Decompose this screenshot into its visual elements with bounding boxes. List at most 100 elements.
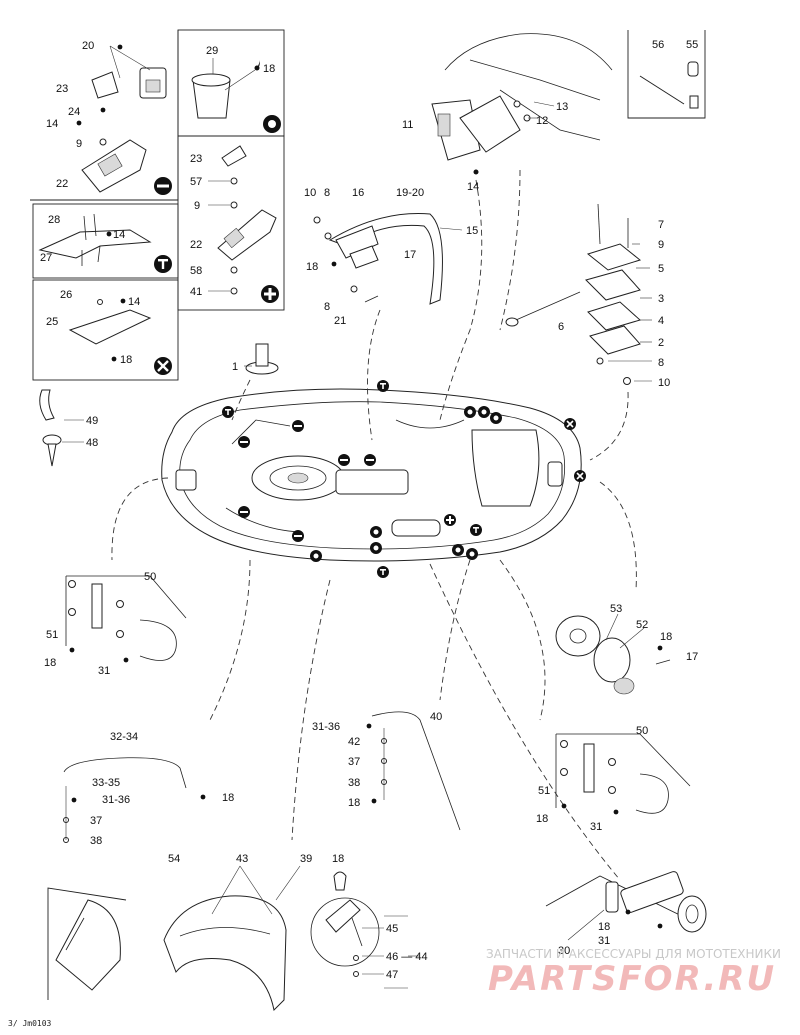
callout-8: 8 <box>324 187 330 199</box>
detail-box-cleats <box>30 30 179 201</box>
grab-rail-left <box>63 757 206 843</box>
callout-51: 51 <box>46 629 58 641</box>
tow-eye-assembly-right <box>555 733 691 815</box>
callout-9: 9 <box>76 138 82 150</box>
circle-minus-symbol <box>238 506 250 518</box>
seat-assembly <box>163 865 301 1012</box>
callout-31-36: 31-36 <box>312 721 340 733</box>
callout-57: 57 <box>190 176 202 188</box>
callout-5: 5 <box>658 263 664 275</box>
detail-box-54 <box>47 887 127 1000</box>
callout-55: 55 <box>686 39 698 51</box>
small-parts-left <box>39 343 279 467</box>
callout-38: 38 <box>90 835 102 847</box>
steering-stack-assembly <box>505 203 652 385</box>
callout-27: 27 <box>40 252 52 264</box>
callout-53: 53 <box>610 603 622 615</box>
callout-16: 16 <box>352 187 364 199</box>
callout-18: 18 <box>536 813 548 825</box>
callout-23: 23 <box>56 83 68 95</box>
detail-box-rod-clip <box>627 30 706 119</box>
callout-41: 41 <box>190 286 202 298</box>
dashed-leaders <box>111 169 637 881</box>
detail-box-cupholder <box>177 29 285 137</box>
callout-17: 17 <box>404 249 416 261</box>
callout-33-35: 33-35 <box>92 777 120 789</box>
circle-minus-symbol <box>364 454 376 466</box>
callout-37: 37 <box>348 756 360 768</box>
callout-2: 2 <box>658 337 664 349</box>
callout-21: 21 <box>334 315 346 327</box>
callout-23: 23 <box>190 153 202 165</box>
callout-14: 14 <box>128 296 140 308</box>
circle-x-symbol <box>574 470 586 482</box>
callout-labels: 20 23 24 14 9 22 29 18 23 57 9 22 58 41 … <box>40 39 698 981</box>
watermark-logo: PARTSFOR.RU <box>488 959 776 999</box>
callout-48: 48 <box>86 437 98 449</box>
callout-14: 14 <box>46 118 58 130</box>
callout-39: 39 <box>300 853 312 865</box>
circle-minus-symbol <box>238 436 250 448</box>
drawing-code: 3/ Jm0103 <box>8 1019 52 1028</box>
circle-o-symbol <box>490 412 502 424</box>
callout-56: 56 <box>652 39 664 51</box>
callout-18: 18 <box>660 631 672 643</box>
callout-50: 50 <box>144 571 156 583</box>
callout-31: 31 <box>598 935 610 947</box>
callout-22: 22 <box>190 239 202 251</box>
circle-o-symbol <box>263 115 281 133</box>
circle-minus-symbol <box>154 177 172 195</box>
main-deck <box>161 388 582 562</box>
callout-18: 18 <box>222 792 234 804</box>
callout-40: 40 <box>430 711 442 723</box>
callout-17: 17 <box>686 651 698 663</box>
callout-18: 18 <box>598 921 610 933</box>
callout-37: 37 <box>90 815 102 827</box>
watermark-tagline: ЗАПЧАСТИ И АКСЕССУАРЫ ДЛЯ МОТОТЕХНИКИ <box>486 947 781 961</box>
callout-18: 18 <box>348 797 360 809</box>
callout-18: 18 <box>44 657 56 669</box>
circle-o-symbol <box>370 526 382 538</box>
callout-12: 12 <box>536 115 548 127</box>
callout-3: 3 <box>658 293 664 305</box>
callout-10: 10 <box>304 187 316 199</box>
callout-14: 14 <box>113 229 125 241</box>
callout-18: 18 <box>263 63 275 75</box>
callout-11: 11 <box>402 119 413 131</box>
callout-43: 43 <box>236 853 248 865</box>
callout-28: 28 <box>48 214 60 226</box>
callout-9: 9 <box>194 200 200 212</box>
callout-20: 20 <box>82 40 94 52</box>
latch-detail <box>310 871 420 989</box>
callout-8: 8 <box>324 301 330 313</box>
callout-1: 1 <box>232 361 238 373</box>
callout-52: 52 <box>636 619 648 631</box>
callout-31: 31 <box>590 821 602 833</box>
circle-minus-symbol <box>338 454 350 466</box>
callout-24: 24 <box>68 106 80 118</box>
callout-7: 7 <box>658 219 664 231</box>
grab-rail-right <box>366 711 461 831</box>
circle-t-symbol <box>154 255 172 273</box>
circle-o-symbol <box>370 542 382 554</box>
circle-x-symbol <box>154 357 172 375</box>
callout-18: 18 <box>332 853 344 865</box>
circle-o-symbol <box>464 406 476 418</box>
callout-38: 38 <box>348 777 360 789</box>
callout-49: 49 <box>86 415 98 427</box>
callout-22: 22 <box>56 178 68 190</box>
callout-13: 13 <box>556 101 568 113</box>
callout-18: 18 <box>306 261 318 273</box>
circle-t-symbol <box>377 566 389 578</box>
circle-minus-symbol <box>292 420 304 432</box>
callout-31: 31 <box>98 665 110 677</box>
circle-t-symbol <box>377 380 389 392</box>
callout-45: 45 <box>386 923 398 935</box>
circle-o-symbol <box>452 544 464 556</box>
callout-14: 14 <box>467 181 479 193</box>
callout-42: 42 <box>348 736 360 748</box>
callout-19-20: 19-20 <box>396 187 424 199</box>
callout-50: 50 <box>636 725 648 737</box>
circle-x-symbol <box>564 418 576 430</box>
